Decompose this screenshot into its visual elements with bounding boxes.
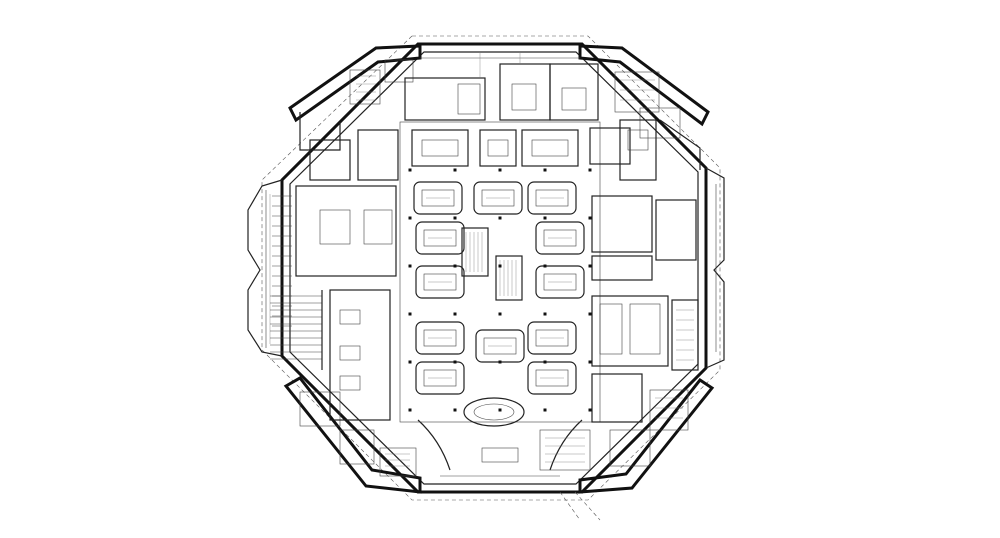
exterior-wall bbox=[280, 42, 708, 494]
column bbox=[543, 216, 547, 220]
southeast-wing bbox=[578, 377, 715, 494]
main-sales-floor bbox=[399, 121, 601, 423]
display-island bbox=[475, 329, 525, 363]
column bbox=[543, 168, 547, 172]
column bbox=[453, 264, 457, 268]
north-display-rooms bbox=[411, 119, 657, 181]
column bbox=[588, 216, 592, 220]
south-entrance bbox=[417, 419, 601, 521]
display-island bbox=[527, 321, 577, 355]
column bbox=[498, 312, 502, 316]
column bbox=[408, 264, 412, 268]
west-rooms bbox=[295, 129, 399, 421]
display-island bbox=[415, 321, 465, 355]
display-island bbox=[535, 221, 585, 255]
column bbox=[408, 216, 412, 220]
column bbox=[408, 360, 412, 364]
column bbox=[498, 168, 502, 172]
column bbox=[408, 168, 412, 172]
display-island bbox=[535, 265, 585, 299]
east-annex bbox=[705, 167, 725, 369]
column bbox=[588, 312, 592, 316]
display-island bbox=[527, 361, 577, 395]
display-island bbox=[415, 221, 465, 255]
column bbox=[453, 312, 457, 316]
column bbox=[543, 264, 547, 268]
column bbox=[453, 408, 457, 412]
column bbox=[543, 408, 547, 412]
escalator bbox=[461, 227, 523, 301]
column bbox=[498, 360, 502, 364]
structural-columns bbox=[408, 168, 592, 412]
column bbox=[588, 360, 592, 364]
site-boundary bbox=[261, 35, 721, 501]
column bbox=[498, 264, 502, 268]
west-shelving-stacks bbox=[270, 195, 323, 370]
display-islands bbox=[413, 181, 585, 395]
central-oval-display bbox=[463, 397, 525, 427]
column bbox=[453, 168, 457, 172]
display-island bbox=[413, 181, 463, 215]
column bbox=[453, 216, 457, 220]
column bbox=[498, 216, 502, 220]
east-rooms bbox=[591, 195, 699, 423]
column bbox=[498, 408, 502, 412]
west-annex bbox=[247, 179, 283, 357]
display-island bbox=[415, 265, 465, 299]
column bbox=[588, 408, 592, 412]
column bbox=[543, 360, 547, 364]
column bbox=[588, 168, 592, 172]
column bbox=[588, 264, 592, 268]
display-island bbox=[415, 361, 465, 395]
southwest-wing bbox=[283, 376, 422, 494]
display-island bbox=[527, 181, 577, 215]
column bbox=[453, 360, 457, 364]
column bbox=[408, 312, 412, 316]
column bbox=[408, 408, 412, 412]
north-entrance bbox=[404, 52, 599, 121]
column bbox=[543, 312, 547, 316]
display-island bbox=[473, 181, 523, 215]
